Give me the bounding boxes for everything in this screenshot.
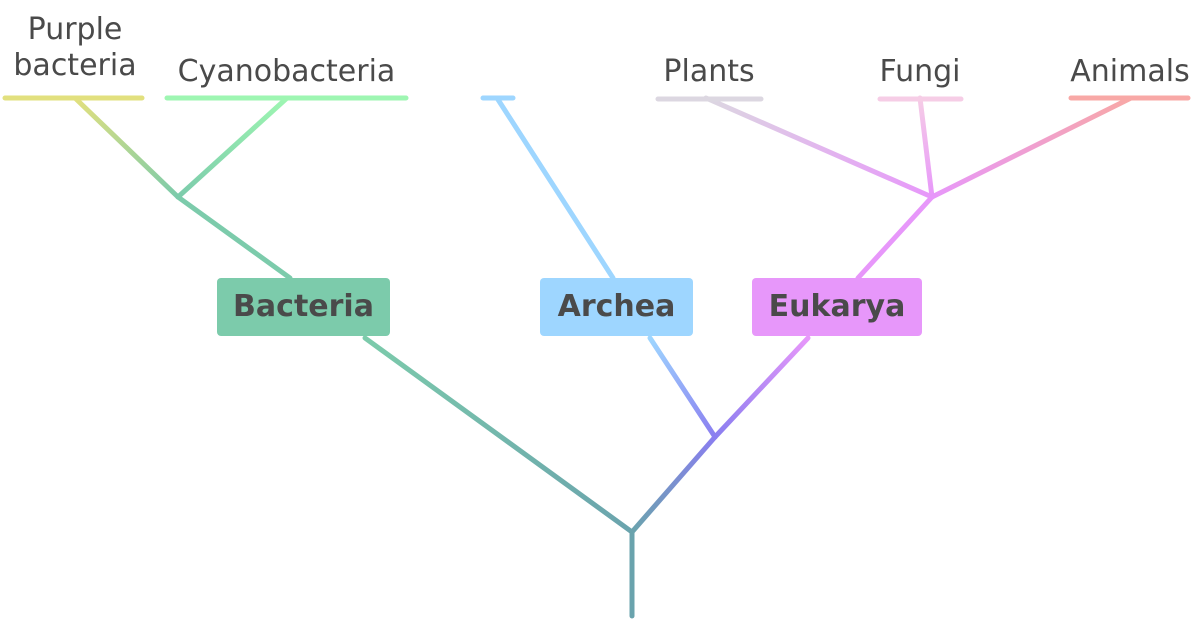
leaf-label-animals: Animals [1064,54,1196,90]
leaf-label-line: Fungi [879,54,961,89]
bacteria-branch-lower [362,335,635,535]
archea-eukarya-branch [629,434,718,535]
eukarya-branch-upper [855,194,935,281]
archea-branch-upper [494,95,616,281]
cyanobacteria-branch [175,95,290,200]
leaf-label-cyanobacteria: Cyanobacteria [167,54,406,90]
domain-box-eukarya: Eukarya [752,278,922,336]
purple-bacteria-branch [72,95,181,200]
bacteria-branch-upper [175,194,293,281]
domain-box-archea: Archea [540,278,693,336]
leaf-label-line: Cyanobacteria [177,54,396,89]
leaf-label-line: Animals [1070,54,1190,89]
domain-box-bacteria: Bacteria [217,278,390,336]
leaf-label-line: Purple [27,12,123,47]
leaf-label-line: Plants [663,54,755,89]
archea-branch-lower [647,335,718,440]
leaf-label-fungi: Fungi [870,54,970,90]
leaf-label-plants: Plants [654,54,764,90]
plants-branch [703,95,935,200]
fungi-branch [917,95,935,200]
animals-branch [929,95,1134,200]
leaf-label-purple-bacteria: Purple bacteria [5,12,145,84]
leaf-label-line: bacteria [13,48,137,83]
eukarya-branch-lower [712,335,811,440]
